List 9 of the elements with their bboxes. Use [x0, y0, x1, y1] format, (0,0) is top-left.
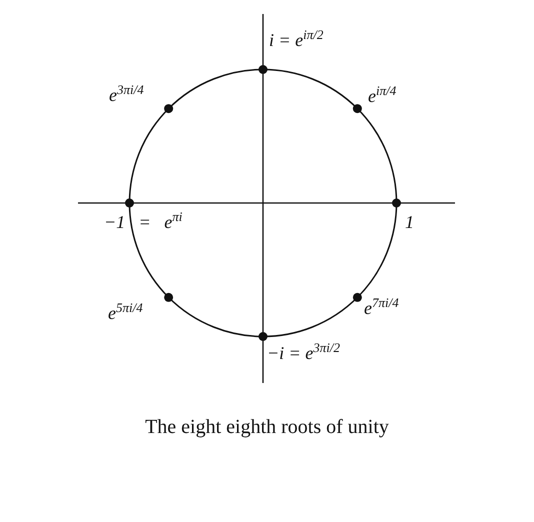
math-label: e$^{7πi/4}$ [364, 298, 399, 320]
math-label: e$^{5πi/4}$ [108, 303, 143, 325]
math-label: e$^{3πi/4}$ [109, 85, 144, 107]
math-label: i = e$^{iπ/2}$ [269, 30, 324, 52]
math-label: −1 = e$^{πi}$ [104, 212, 182, 234]
math-label: 1 [405, 212, 414, 234]
math-label: −i = e$^{3πi/2}$ [267, 343, 340, 365]
caption: The eight eighth roots of unity [144, 416, 390, 439]
math-label: e$^{iπ/4}$ [368, 86, 396, 108]
